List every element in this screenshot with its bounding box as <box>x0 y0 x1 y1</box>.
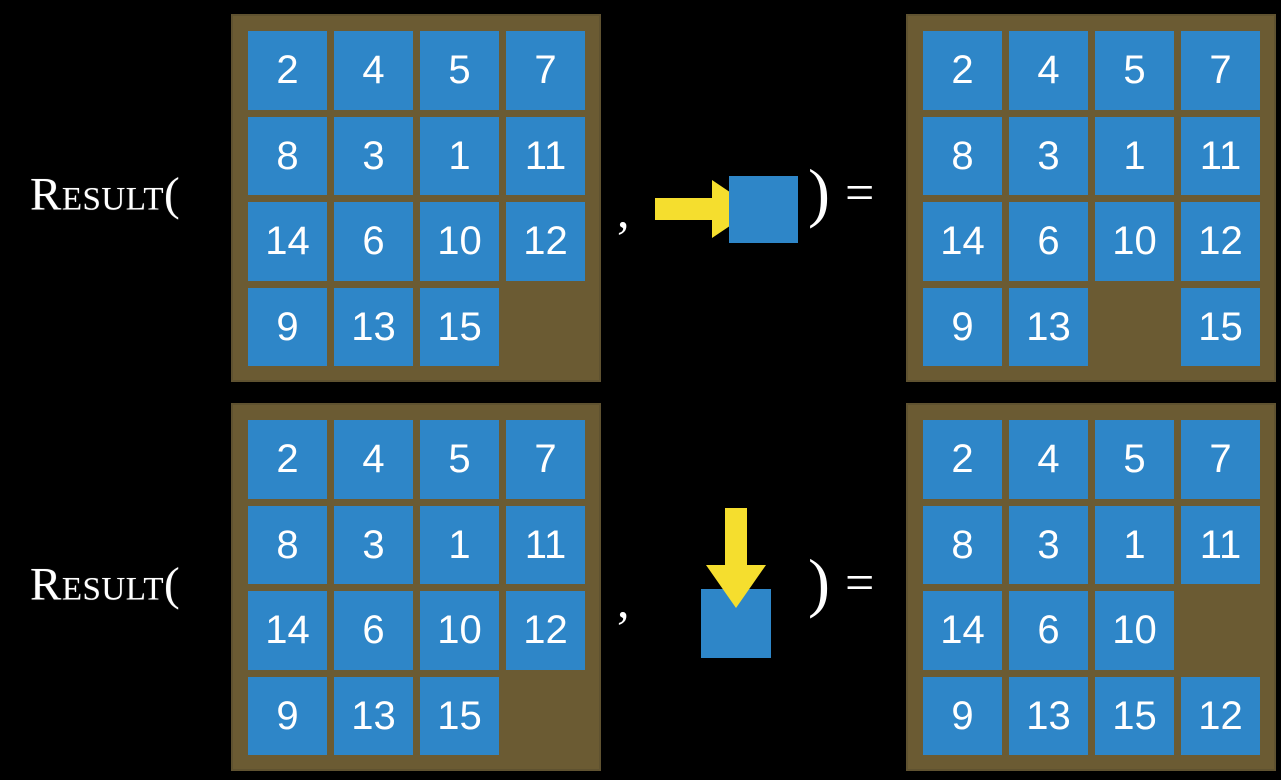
equals-sign-bottom: = <box>845 554 875 612</box>
tile[interactable]: 13 <box>1009 287 1088 366</box>
tile[interactable]: 8 <box>248 505 327 584</box>
tile[interactable]: 5 <box>420 420 499 499</box>
tile[interactable]: 4 <box>334 31 413 110</box>
equation-row-right-slide: Result( 2 4 5 7 8 3 1 11 14 6 10 12 9 13… <box>30 0 1276 390</box>
tile[interactable]: 5 <box>1095 31 1174 110</box>
tile[interactable]: 7 <box>506 420 585 499</box>
tile[interactable]: 2 <box>248 420 327 499</box>
tile[interactable]: 14 <box>923 202 1002 281</box>
tile[interactable]: 10 <box>1095 202 1174 281</box>
tile[interactable]: 1 <box>420 116 499 195</box>
tile[interactable]: 8 <box>923 505 1002 584</box>
tile[interactable]: 11 <box>1181 505 1260 584</box>
tile[interactable]: 13 <box>334 676 413 755</box>
tile[interactable]: 5 <box>1095 420 1174 499</box>
tile[interactable]: 2 <box>923 420 1002 499</box>
tile[interactable]: 4 <box>1009 420 1088 499</box>
paren-close-bottom: ) <box>808 546 830 620</box>
tile[interactable]: 10 <box>420 591 499 670</box>
tile[interactable]: 7 <box>1181 420 1260 499</box>
tile[interactable]: 3 <box>1009 116 1088 195</box>
tile[interactable]: 5 <box>420 31 499 110</box>
tile[interactable]: 9 <box>923 676 1002 755</box>
tile[interactable]: 15 <box>1095 676 1174 755</box>
tile[interactable]: 15 <box>420 676 499 755</box>
tile[interactable]: 4 <box>1009 31 1088 110</box>
tile[interactable]: 11 <box>506 116 585 195</box>
paren-close-top: ) <box>808 156 830 230</box>
equals-sign-top: = <box>845 164 875 222</box>
tile[interactable]: 10 <box>420 202 499 281</box>
tile[interactable]: 3 <box>334 116 413 195</box>
tile[interactable]: 9 <box>248 676 327 755</box>
tile[interactable]: 10 <box>1095 591 1174 670</box>
result-function-label-bottom: Result( <box>30 558 181 611</box>
blank-tile[interactable] <box>1181 591 1260 670</box>
result-function-label-top: Result( <box>30 168 181 221</box>
tile[interactable]: 8 <box>248 116 327 195</box>
tile[interactable]: 12 <box>1181 676 1260 755</box>
output-board-top: 2 4 5 7 8 3 1 11 14 6 10 12 9 13 15 <box>906 14 1276 382</box>
tile[interactable]: 2 <box>248 31 327 110</box>
tile[interactable]: 15 <box>1181 287 1260 366</box>
tile[interactable]: 7 <box>1181 31 1260 110</box>
tile[interactable]: 13 <box>334 287 413 366</box>
tile[interactable]: 1 <box>420 505 499 584</box>
input-board-top: 2 4 5 7 8 3 1 11 14 6 10 12 9 13 15 <box>231 14 601 382</box>
tile[interactable]: 1 <box>1095 116 1174 195</box>
blank-tile[interactable] <box>506 677 585 756</box>
tile[interactable]: 7 <box>506 31 585 110</box>
tile[interactable]: 4 <box>334 420 413 499</box>
tile[interactable]: 14 <box>248 591 327 670</box>
tile[interactable]: 2 <box>923 31 1002 110</box>
arrow-down-icon <box>706 508 766 608</box>
tile[interactable]: 9 <box>923 287 1002 366</box>
comma-separator-top: , <box>617 182 630 238</box>
equation-row-down-slide: Result( 2 4 5 7 8 3 1 11 14 6 10 12 9 13… <box>0 390 1281 780</box>
tile[interactable]: 13 <box>1009 676 1088 755</box>
comma-separator-bottom: , <box>617 572 630 628</box>
move-right-operand <box>640 0 815 390</box>
tile[interactable]: 12 <box>506 202 585 281</box>
tile[interactable]: 9 <box>248 287 327 366</box>
tile[interactable]: 11 <box>1181 116 1260 195</box>
tile[interactable]: 3 <box>1009 505 1088 584</box>
tile[interactable]: 11 <box>506 505 585 584</box>
moving-tile-top[interactable] <box>729 176 798 243</box>
tile[interactable]: 3 <box>334 505 413 584</box>
tile[interactable]: 15 <box>420 287 499 366</box>
input-board-bottom: 2 4 5 7 8 3 1 11 14 6 10 12 9 13 15 <box>231 403 601 771</box>
tile[interactable]: 6 <box>334 591 413 670</box>
tile[interactable]: 14 <box>923 591 1002 670</box>
tile[interactable]: 6 <box>334 202 413 281</box>
blank-tile[interactable] <box>1095 288 1174 367</box>
tile[interactable]: 12 <box>506 591 585 670</box>
tile[interactable]: 6 <box>1009 591 1088 670</box>
tile[interactable]: 1 <box>1095 505 1174 584</box>
tile[interactable]: 14 <box>248 202 327 281</box>
output-board-bottom: 2 4 5 7 8 3 1 11 14 6 10 9 13 15 12 <box>906 403 1276 771</box>
move-down-operand <box>640 390 815 780</box>
tile[interactable]: 8 <box>923 116 1002 195</box>
tile[interactable]: 6 <box>1009 202 1088 281</box>
blank-tile[interactable] <box>506 288 585 367</box>
tile[interactable]: 12 <box>1181 202 1260 281</box>
